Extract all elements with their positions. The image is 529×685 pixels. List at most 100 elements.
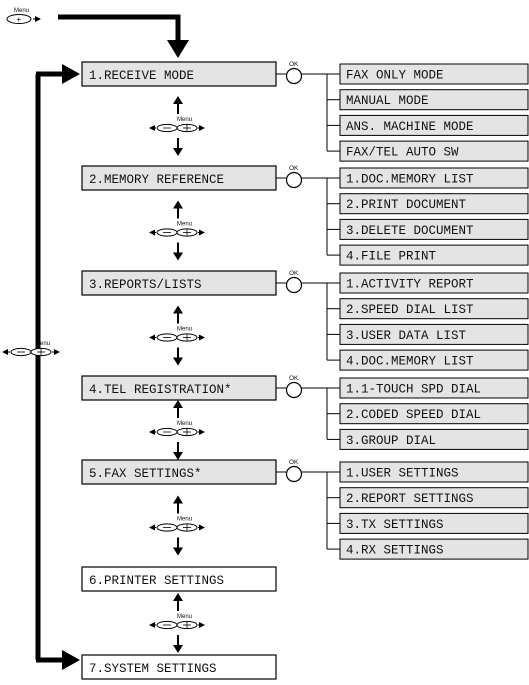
menu-key-label: Menu [177,517,192,523]
menu-label: 4.TEL REGISTRATION* [89,383,232,397]
submenu-box [339,140,529,162]
submenu-box [339,461,529,483]
submenu-box [339,538,529,560]
menu-box [81,165,277,191]
submenu-option: 2.REPORT SETTINGS [346,492,474,506]
ok-button-icon [285,465,303,483]
arrow-down-icon [173,148,183,156]
menu-label: 1.RECEIVE MODE [89,69,194,83]
menu-level-2: 2.MEMORY REFERENCE OK 1.DOC.MEMORY LIST 2.P… [81,165,529,266]
menu-box [81,566,277,592]
submenu-option: 2.PRINT DOCUMENT [346,198,467,212]
submenu-option: 4.RX SETTINGS [346,544,444,558]
menu-box [81,654,277,680]
submenu-box [339,349,529,371]
arrow-down-icon [173,357,183,366]
submenu-box [339,63,529,85]
submenu-box [339,167,529,189]
ok-label: OK [289,165,299,172]
menu-label: 6.PRINTER SETTINGS [89,574,224,588]
submenu-option: 4.DOC.MEMORY LIST [346,355,474,369]
submenu-option: 1.USER SETTINGS [346,467,459,481]
submenu-option: 2.CODED SPEED DIAL [346,408,481,422]
loop-line [35,64,80,670]
ok-label: OK [289,375,299,382]
arrow-down-icon [173,452,183,460]
submenu-option: 4.FILE PRINT [346,250,437,264]
submenu-option: 3.USER DATA LIST [346,329,467,343]
submenu-box [339,512,529,534]
menu-level-5: 5.FAX SETTINGS* OK 1.USER SETTINGS 2.REPORT… [81,459,529,560]
submenu-box [339,193,529,215]
level-nav: Menu [149,96,205,156]
ok-button-icon [285,67,303,85]
menu-label: 5.FAX SETTINGS* [89,467,202,481]
menu-key-label: Menu [177,222,192,228]
menu-key-label: Menu [14,8,29,14]
menu-box [81,459,277,485]
submenu-option: FAX/TEL AUTO SW [346,146,459,160]
submenu-box [339,377,529,399]
submenu-option: ANS. MACHINE MODE [346,120,474,134]
menu-label: 3.REPORTS/LISTS [89,278,202,292]
arrow-up-icon [173,495,183,504]
ok-label: OK [289,270,299,277]
submenu-box [339,218,529,240]
arrow-up-icon [173,593,183,601]
level-nav: Menu [149,200,205,261]
menu-level-6: 6.PRINTER SETTINGS Menu [81,566,277,653]
entry-arrow [58,14,189,58]
submenu-box [339,272,529,294]
menu-key-label: Menu [177,327,192,333]
menu-level-4: 4.TEL REGISTRATION* OK 1.1-TOUCH SPD DIAL 2… [81,375,529,460]
ok-label: OK [289,459,299,466]
menu-label: 2.MEMORY REFERENCE [89,173,224,187]
top-menu-key: Menu + [6,8,41,24]
menu-label: 7.SYSTEM SETTINGS [89,662,217,676]
level-nav: Menu [149,305,205,366]
arrow-up-icon [173,200,183,209]
arrow-up-icon [173,400,183,408]
submenu-option: 1.1-TOUCH SPD DIAL [346,383,481,397]
submenu-box [339,298,529,320]
submenu-box [339,428,529,450]
submenu-box [339,403,529,425]
level-nav: Menu [149,593,205,653]
menu-key-label: Menu [177,117,192,123]
entry-arrow-head-icon [167,40,189,58]
arrow-down-icon [173,252,183,261]
submenu-option: 3.GROUP DIAL [346,434,436,448]
level-nav: Menu [149,400,205,460]
submenu-option: MANUAL MODE [346,94,429,108]
menu-key-label: Menu [177,421,192,427]
menu-key-label: Menu [177,614,192,620]
arrow-down-icon [173,547,183,556]
level-nav: Menu [149,495,205,556]
arrow-up-icon [173,96,183,104]
submenu-option: 3.DELETE DOCUMENT [346,224,474,238]
arrow-down-icon [173,645,183,653]
menu-level-7: 7.SYSTEM SETTINGS [81,654,277,680]
loop-arrow-bottom-icon [62,650,80,670]
plus-sign-icon: + [17,15,22,24]
arrow-up-icon [173,305,183,314]
ok-button-icon [285,276,303,294]
submenu-option: 1.DOC.MEMORY LIST [346,173,474,187]
submenu-box [339,89,529,111]
side-nav-keys: Menu [2,341,60,357]
ok-label: OK [289,61,299,68]
menu-box [81,270,277,296]
submenu-box [339,244,529,266]
ok-button-icon [285,381,303,399]
loop-arrow-top-icon [62,64,80,84]
side-menu-label: Menu [35,341,50,347]
submenu-box [339,487,529,509]
submenu-option: 3.TX SETTINGS [346,518,444,532]
submenu-box [339,114,529,136]
submenu-box [339,323,529,345]
submenu-option: 2.SPEED DIAL LIST [346,303,474,317]
